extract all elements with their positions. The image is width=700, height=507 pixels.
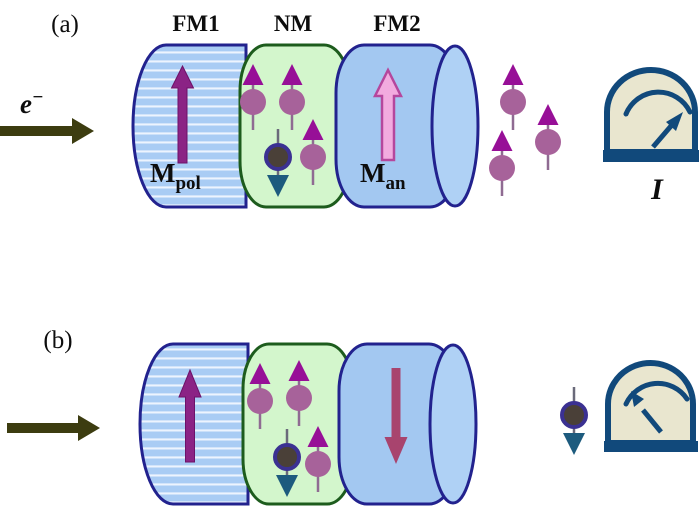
ammeter-needle-head-a — [666, 112, 683, 131]
fm2-magnetization-down-arrow-b — [384, 368, 408, 464]
nm-label-a: NM — [274, 11, 313, 36]
ammeter-icon-b — [604, 360, 698, 452]
transmitted-spins-b — [560, 385, 588, 457]
nm-layer-a — [238, 43, 352, 209]
spin-up-icon — [533, 102, 563, 172]
m-pol-base: M — [150, 158, 175, 188]
m-pol-subscript: pol — [175, 173, 200, 194]
spin-up-icon — [498, 62, 528, 132]
electron-flow-arrow-b — [7, 415, 100, 441]
electron-base: e — [20, 89, 32, 119]
fm2-label-a: FM2 — [373, 11, 420, 36]
cylinder-end-cap-b — [428, 343, 478, 505]
m-pol-label: Mpol — [150, 158, 201, 194]
transmitted-spins-a — [487, 62, 563, 198]
spin-valve-cylinder-b — [138, 342, 478, 506]
m-an-subscript: an — [385, 173, 406, 194]
electron-label-a: e− — [20, 87, 44, 119]
panel-a: (a) e− FM1 NM FM2 Mpol Man — [0, 11, 699, 209]
m-an-label: Man — [360, 158, 406, 194]
ammeter-base-b — [604, 441, 698, 452]
m-an-base: M — [360, 158, 385, 188]
cylinder-end-cap-a — [430, 44, 480, 208]
fm1-layer-a — [131, 43, 248, 209]
fm1-magnetization-up-arrow-b — [178, 368, 202, 463]
electron-flow-arrow-a — [0, 118, 94, 144]
electron-superscript: − — [32, 87, 44, 108]
ammeter-needle-b — [641, 408, 663, 434]
fm1-label-a: FM1 — [172, 11, 219, 36]
panel-b: (b) — [7, 327, 698, 506]
spin-down-icon — [560, 385, 588, 457]
panel-a-label: (a) — [51, 11, 79, 38]
panel-b-label: (b) — [43, 327, 72, 354]
spin-up-icon — [487, 128, 517, 198]
m-pol-arrow-icon — [170, 64, 195, 164]
ammeter-dome-b — [605, 360, 696, 446]
ammeter-needle-head-b — [631, 391, 644, 407]
ammeter-icon-a — [603, 67, 699, 162]
spin-valve-cylinder-a: Mpol Man — [131, 43, 480, 209]
m-an-arrow-icon — [372, 67, 404, 162]
current-label: I — [650, 173, 664, 206]
ammeter-scale-arc-a — [623, 89, 693, 117]
ammeter-scale-arc-b — [623, 380, 690, 407]
ammeter-base-a — [603, 150, 699, 162]
ammeter-needle-a — [651, 124, 673, 149]
ammeter-dome-a — [604, 67, 698, 155]
